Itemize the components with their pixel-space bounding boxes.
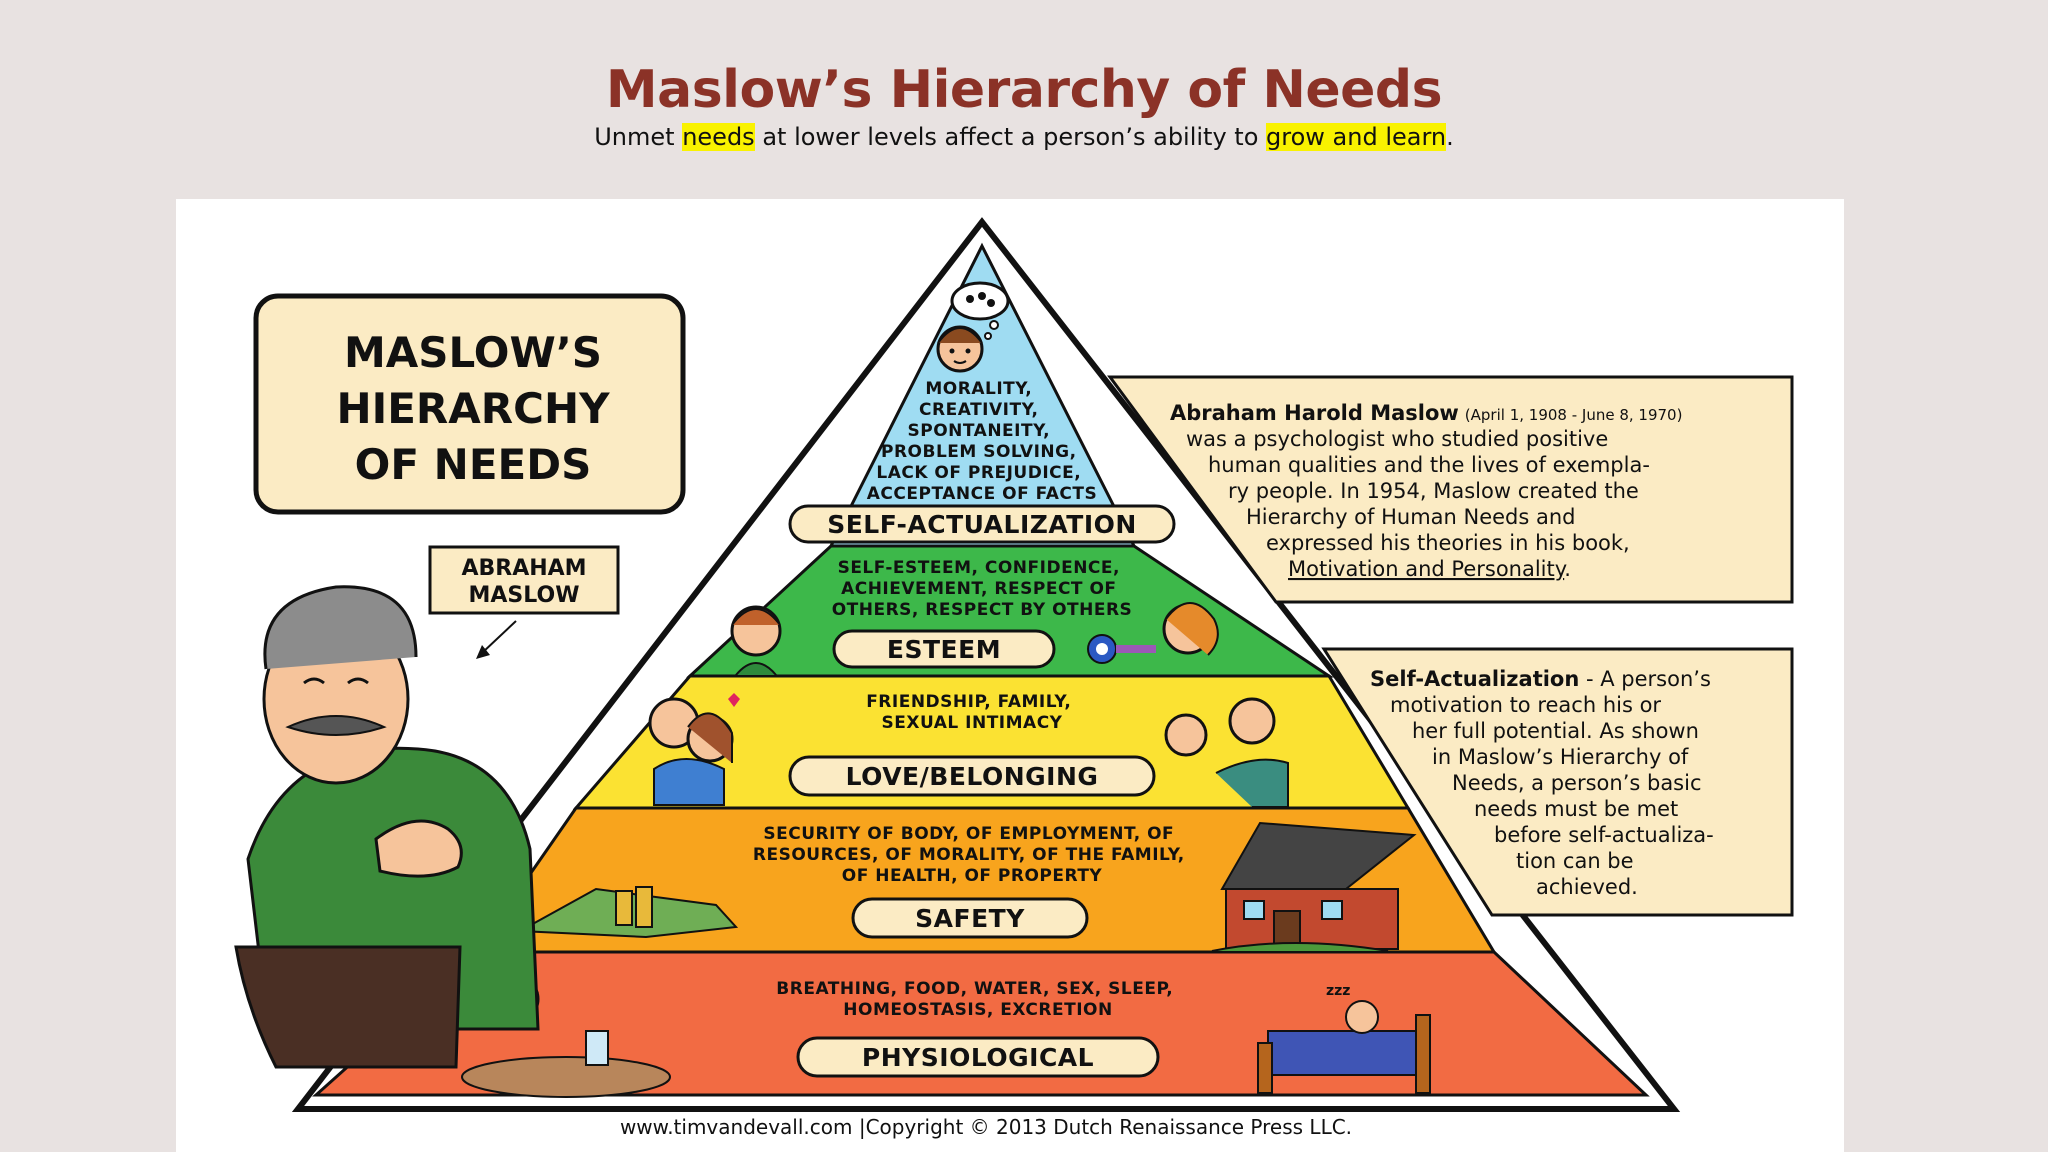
thought-bubble-icon xyxy=(950,281,1010,340)
name-tag-line-1: ABRAHAM xyxy=(461,556,586,581)
parent-and-baby-icon xyxy=(1164,697,1289,808)
esteem-label-pill xyxy=(832,629,1056,669)
self-actualization-item: SPONTANEITY, xyxy=(908,421,1051,441)
definition-line: tion can be xyxy=(1516,849,1634,873)
esteem-items: SELF-ESTEEM, CONFIDENCE, ACHIEVEMENT, RE… xyxy=(832,558,1133,620)
award-ribbon-icon xyxy=(1087,602,1219,664)
physiological-label: PHYSIOLOGICAL xyxy=(862,1043,1094,1072)
esteem-item: OTHERS, RESPECT BY OTHERS xyxy=(832,600,1133,620)
abraham-maslow-character-icon xyxy=(234,585,540,1069)
definition-box xyxy=(1321,647,1794,917)
bio-line: was a psychologist who studied positive xyxy=(1186,427,1608,451)
definition-first-line: Self-Actualization - A person’s xyxy=(1370,667,1711,691)
slide-title: Maslow’s Hierarchy of Needs xyxy=(605,60,1443,120)
self-actualization-item: ACCEPTANCE OF FACTS xyxy=(867,484,1097,504)
definition-line: her full potential. As shown xyxy=(1412,719,1699,743)
title-box-line-2: HIERARCHY xyxy=(336,384,610,433)
love-belonging-label: LOVE/BELONGING xyxy=(846,762,1099,791)
subtitle-part-1: Unmet xyxy=(594,123,683,152)
safety-label: SAFETY xyxy=(915,904,1025,933)
definition-line: before self-actualiza- xyxy=(1494,823,1714,847)
bio-book-line: Motivation and Personality. xyxy=(1288,557,1571,581)
bio-name: Abraham Harold Maslow xyxy=(1170,401,1459,425)
subtitle-highlight-grow-and-learn: grow and learn xyxy=(1266,123,1447,152)
bio-line: Hierarchy of Human Needs and xyxy=(1246,505,1576,529)
safety-item: SECURITY OF BODY, OF EMPLOYMENT, OF xyxy=(763,824,1174,844)
bio-heading: Abraham Harold Maslow (April 1, 1908 - Ju… xyxy=(1170,401,1682,425)
name-tag-arrow-icon xyxy=(481,620,517,654)
bio-dates: (April 1, 1908 - June 8, 1970) xyxy=(1465,406,1683,424)
bio-line: expressed his theories in his book, xyxy=(1266,531,1630,555)
title-box-line-3: OF NEEDS xyxy=(355,440,592,489)
bio-book-title: Motivation and Personality xyxy=(1288,557,1567,581)
maslow-title-box xyxy=(253,293,686,515)
name-tag-line-2: MASLOW xyxy=(469,583,580,608)
self-actualization-item: CREATIVITY, xyxy=(919,400,1038,420)
definition-term: Self-Actualization xyxy=(1370,667,1579,691)
love-belonging-item: SEXUAL INTIMACY xyxy=(882,713,1063,733)
biography-box xyxy=(1107,375,1794,604)
thinking-person-icon xyxy=(936,325,984,373)
slide-subtitle: Unmet needs at lower levels affect a per… xyxy=(0,123,2048,152)
physiological-items: BREATHING, FOOD, WATER, SEX, SLEEP, HOME… xyxy=(776,979,1179,1020)
sleep-zzz-icon: zzz xyxy=(1326,983,1350,999)
esteem-item: ACHIEVEMENT, RESPECT OF xyxy=(841,579,1116,599)
safety-label-pill xyxy=(851,897,1089,939)
safety-items: SECURITY OF BODY, OF EMPLOYMENT, OF RESO… xyxy=(753,824,1191,886)
definition-line: in Maslow’s Hierarchy of xyxy=(1432,745,1689,769)
definition-line: motivation to reach his or xyxy=(1390,693,1661,717)
copyright-text: www.timvandevall.com |Copyright © 2013 D… xyxy=(620,1115,1352,1139)
definition-line: achieved. xyxy=(1536,875,1638,899)
maslow-name-tag xyxy=(428,545,620,615)
subtitle-highlight-needs: needs xyxy=(682,123,755,152)
esteem-label: ESTEEM xyxy=(887,635,1001,664)
physiological-item: HOMEOSTASIS, EXCRETION xyxy=(843,1000,1112,1020)
self-actualization-label-pill xyxy=(788,504,1176,544)
name-tag-arrowhead-icon xyxy=(476,645,490,659)
subtitle-part-2: at lower levels affect a person’s abilit… xyxy=(754,123,1267,152)
self-actualization-item: LACK OF PREJUDICE, xyxy=(876,463,1081,483)
self-actualization-item: PROBLEM SOLVING, xyxy=(881,442,1077,462)
safety-item: RESOURCES, OF MORALITY, OF THE FAMILY, xyxy=(753,845,1185,865)
self-actualization-item: MORALITY, xyxy=(925,379,1032,399)
definition-line: needs must be met xyxy=(1474,797,1678,821)
hugging-couple-icon xyxy=(648,693,740,806)
physiological-item: BREATHING, FOOD, WATER, SEX, SLEEP, xyxy=(776,979,1173,999)
bio-line: ry people. In 1954, Maslow created the xyxy=(1228,479,1639,503)
smiling-kid-icon xyxy=(730,605,782,676)
title-box-line-1: MASLOW’S xyxy=(344,328,602,377)
love-belonging-label-pill xyxy=(788,755,1156,797)
definition-line: Needs, a person’s basic xyxy=(1452,771,1702,795)
love-belonging-items: FRIENDSHIP, FAMILY, SEXUAL INTIMACY xyxy=(866,692,1078,733)
safety-item: OF HEALTH, OF PROPERTY xyxy=(842,866,1103,886)
house-icon xyxy=(1211,821,1417,952)
bio-line: human qualities and the lives of exempla… xyxy=(1208,453,1650,477)
bio-book-end: . xyxy=(1564,557,1571,581)
maslow-pyramid-illustration: MORALITY, CREATIVITY, SPONTANEITY, PROBL… xyxy=(234,217,1794,1139)
self-actualization-label: SELF-ACTUALIZATION xyxy=(827,510,1137,539)
slide-header: Maslow’s Hierarchy of Needs Unmet needs … xyxy=(0,60,2048,152)
subtitle-part-3: . xyxy=(1446,123,1454,152)
physiological-label-pill xyxy=(796,1036,1160,1078)
money-stack-icon xyxy=(516,886,739,939)
sleeping-in-bed-icon: zzz xyxy=(1257,983,1431,1094)
esteem-item: SELF-ESTEEM, CONFIDENCE, xyxy=(838,558,1120,578)
self-actualization-items: MORALITY, CREATIVITY, SPONTANEITY, PROBL… xyxy=(867,379,1097,504)
definition-first-rest: - A person’s xyxy=(1579,667,1711,691)
love-belonging-item: FRIENDSHIP, FAMILY, xyxy=(866,692,1071,712)
figure-panel: MORALITY, CREATIVITY, SPONTANEITY, PROBL… xyxy=(176,199,1844,1152)
